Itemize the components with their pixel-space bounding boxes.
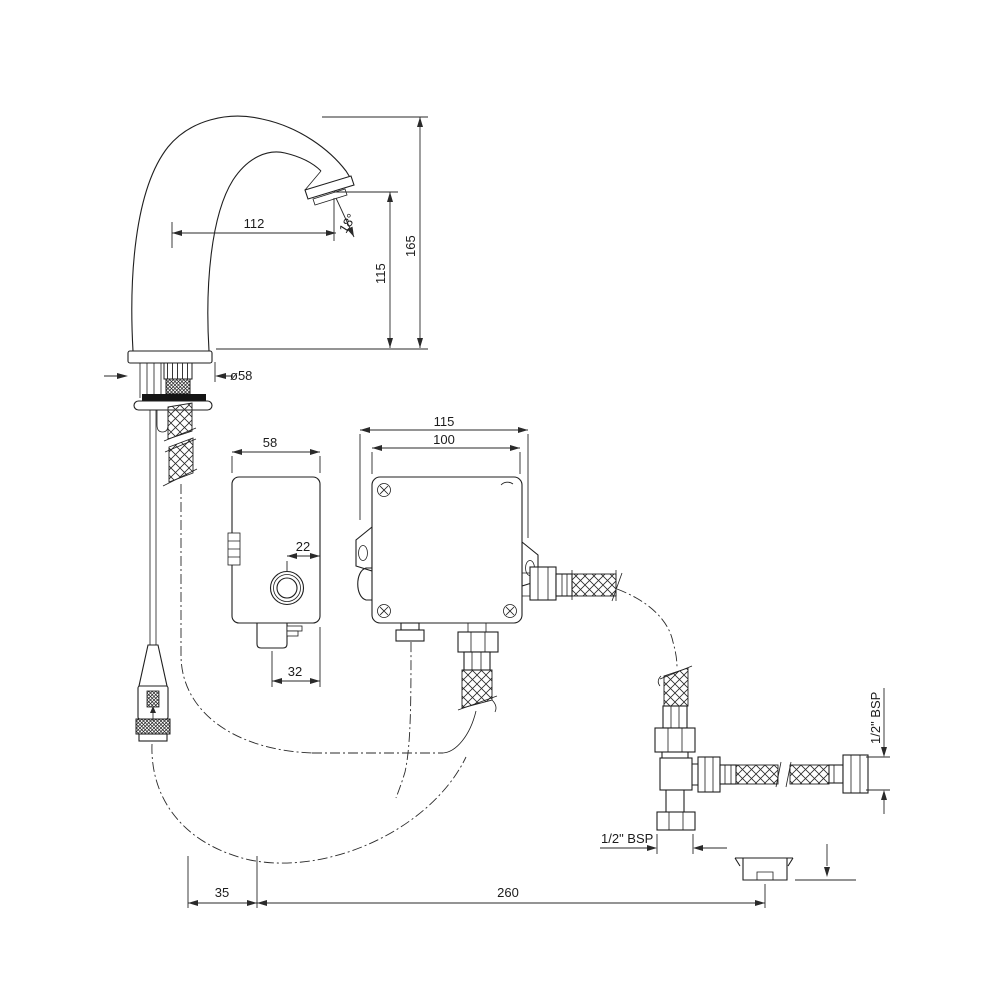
large-box-outer-width-dim-label: 115 (434, 414, 455, 429)
large-box-bottom-connector (395, 622, 425, 642)
offset-left-dim-label: 35 (215, 885, 229, 900)
faucet-spout (131, 115, 355, 352)
connector-window (146, 690, 160, 708)
hose-braid-left (735, 764, 779, 785)
control-cable-run (395, 641, 412, 799)
spout-reach-dim-label: 112 (244, 216, 265, 231)
hose-thread-dim-label: 1/2" BSP (868, 692, 883, 744)
hose-collar-right (828, 764, 844, 784)
connector-knurl-band (135, 718, 171, 735)
rubber-washer (142, 394, 206, 402)
mount-hole-left (358, 545, 368, 561)
flexible-hose (719, 754, 869, 794)
battery-width-dim-label: 32 (288, 664, 302, 679)
small-box-connector-hole (276, 577, 298, 599)
mounting-nut (163, 362, 193, 380)
aerator-plate (304, 175, 355, 200)
tee-fitting (654, 665, 721, 831)
sensor-cable-run (151, 743, 467, 864)
battery-terminal-upper (286, 625, 303, 632)
faucet-base (127, 350, 213, 487)
large-box-bottom-outlet (457, 623, 499, 713)
inlet-hose-upper (167, 402, 193, 440)
battery-compartment (256, 623, 288, 649)
hose-curve-to-box (442, 710, 477, 754)
tee-top-collar (662, 705, 688, 729)
outlet-hose-run (616, 588, 678, 669)
screw-bottom-right (503, 604, 517, 618)
small-box-connector-outer (269, 570, 305, 606)
small-box-width-dim-label: 58 (263, 435, 277, 450)
large-box-inner-width-dim-label: 100 (433, 432, 455, 447)
large-box-body (371, 476, 523, 624)
wall-flange (734, 844, 856, 881)
dimension-annotations (104, 116, 890, 908)
tee-bottom-nut (656, 811, 696, 831)
cable-gland-left (357, 567, 372, 601)
connector-taper (138, 644, 168, 687)
hose-end-nut (842, 754, 869, 794)
inlet-hose-lower (168, 437, 194, 483)
mount-tab-left (355, 525, 373, 572)
connector-cap (138, 733, 168, 742)
hose-collar-left (719, 764, 737, 785)
overall-height-dim-label: 165 (403, 235, 418, 257)
hose-braid-right (789, 764, 830, 785)
knurled-ring (165, 378, 191, 395)
stream-angle-dim-label: 18° (336, 211, 359, 236)
tee-top-hose-stub (663, 667, 689, 707)
screw-bottom-left (377, 604, 391, 618)
screw-top-right (500, 481, 514, 486)
control-box-large (355, 476, 623, 713)
battery-terminal-lower (286, 630, 299, 637)
screw-top-left (377, 483, 391, 497)
spout-height-dim-label: 115 (373, 263, 388, 284)
routing-lines (151, 484, 678, 864)
tee-top-nut (654, 727, 696, 753)
tee-side-nut (697, 756, 721, 793)
supply-hose-run-down (180, 484, 313, 754)
connector-offset-dim-label: 22 (296, 539, 310, 554)
tee-thread-dim-label: 1/2" BSP (601, 831, 653, 846)
base-diameter-dim-label: ø58 (230, 368, 252, 383)
tee-body (659, 757, 693, 791)
large-box-side-outlet (522, 566, 623, 602)
control-box-small (227, 476, 321, 649)
offset-right-dim-label: 260 (497, 885, 519, 900)
sensor-cable-connector (135, 410, 171, 742)
